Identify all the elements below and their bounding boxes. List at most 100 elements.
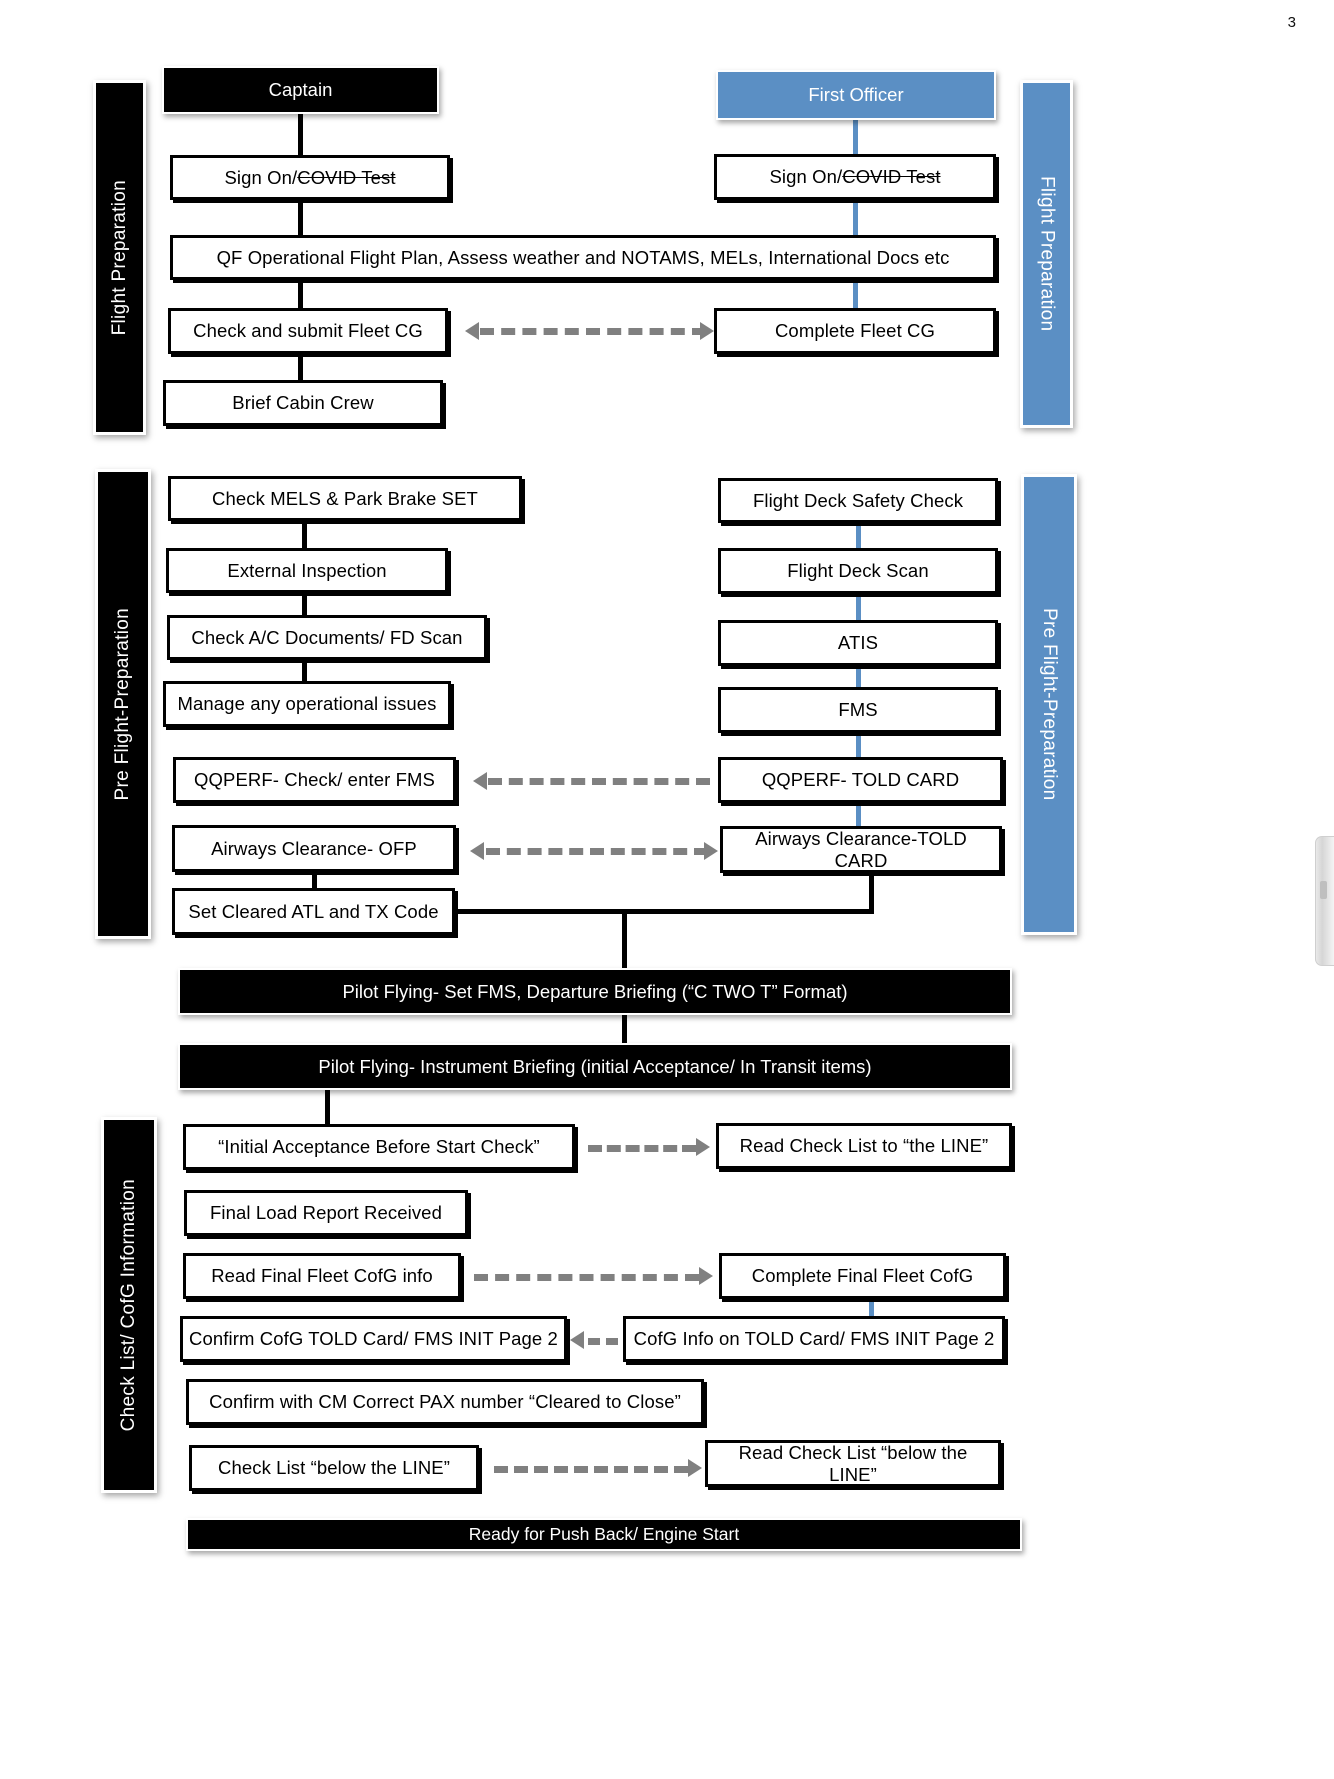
- banner-label: Pilot Flying- Set FMS, Departure Briefin…: [342, 980, 848, 1002]
- connector-fms-to-qqperf: [856, 731, 861, 758]
- banner-pilot-flying-instrument-briefing: Pilot Flying- Instrument Briefing (initi…: [178, 1043, 1012, 1090]
- box-airways-clearance-ofp: Airways Clearance- OFP: [172, 825, 456, 872]
- box-label: Read Check List to “the LINE”: [739, 1135, 989, 1157]
- box-flight-deck-scan: Flight Deck Scan: [718, 548, 998, 594]
- box-label: FMS: [838, 699, 878, 721]
- box-label: “Initial Acceptance Before Start Check”: [218, 1136, 540, 1158]
- dashed-connector-cofg-told-card: [588, 1338, 618, 1345]
- box-label-struck: COVID Test: [297, 166, 396, 188]
- box-label: Complete Final Fleet CofG: [751, 1265, 974, 1287]
- box-cpt-sign-on: Sign On/ COVID Test: [170, 155, 450, 200]
- box-read-final-fleet-cofg-info: Read Final Fleet CofG info: [183, 1253, 461, 1299]
- box-check-ac-documents: Check A/C Documents/ FD Scan: [167, 615, 487, 660]
- connector-banner2-to-initial-acceptance: [325, 1090, 330, 1125]
- box-label: Final Load Report Received: [210, 1202, 442, 1224]
- box-label-struck: COVID Test: [842, 166, 941, 188]
- box-confirm-cofg-told-card: Confirm CofG TOLD Card/ FMS INIT Page 2: [180, 1316, 567, 1362]
- dashed-connector-qqperf: [488, 778, 710, 785]
- arrow-right-icon-initial-acceptance: [696, 1138, 710, 1156]
- box-label: QQPERF- Check/ enter FMS: [194, 769, 435, 791]
- box-label: Brief Cabin Crew: [232, 392, 374, 414]
- connector-external-to-docs: [302, 591, 307, 616]
- box-label: Confirm with CM Correct PAX number “Clea…: [209, 1391, 681, 1413]
- connector-airways-ofp-to-atl: [312, 870, 317, 890]
- box-airways-clearance-told-card: Airways Clearance-TOLD CARD: [720, 826, 1002, 873]
- box-cpt-brief-cabin-crew: Brief Cabin Crew: [163, 380, 443, 426]
- connector-signon-to-ofp: [298, 198, 303, 238]
- connector-atis-to-fms: [856, 664, 861, 688]
- box-label: QF Operational Flight Plan, Assess weath…: [216, 246, 950, 268]
- column-header-first-officer: First Officer: [716, 70, 996, 120]
- box-label-plain: Sign On/: [769, 166, 843, 188]
- box-label: Check List “below the LINE”: [218, 1457, 450, 1479]
- box-label: ATIS: [837, 632, 879, 654]
- connector-qqperf-to-airways: [856, 801, 861, 827]
- box-read-check-list-to-the-line: Read Check List to “the LINE”: [716, 1123, 1012, 1169]
- connector-ofp-to-fleetcg: [298, 278, 303, 311]
- connector-fo-ofp-to-fleetcg: [853, 278, 858, 311]
- banner-label: Ready for Push Back/ Engine Start: [468, 1524, 740, 1544]
- banner-pilot-flying-set-fms: Pilot Flying- Set FMS, Departure Briefin…: [178, 968, 1012, 1015]
- arrow-left-icon-fleet-cg: [465, 322, 479, 340]
- phase-bar-flight-preparation-left: Flight Preparation: [93, 80, 146, 435]
- connector-fdsc-to-fds: [856, 521, 861, 549]
- phase-bar-pre-flight-preparation-right: Pre Flight-Preparation: [1021, 474, 1077, 935]
- arrow-left-icon-cofg-told-card: [570, 1331, 584, 1349]
- box-complete-final-fleet-cofg: Complete Final Fleet CofG: [719, 1253, 1006, 1299]
- phase-bar-label: Flight Preparation: [1036, 176, 1058, 332]
- connector-join-horizontal: [452, 909, 874, 914]
- column-header-captain: Captain: [162, 66, 439, 114]
- arrow-left-icon-qqperf: [473, 772, 487, 790]
- box-fms: FMS: [718, 687, 998, 733]
- banner-label: Pilot Flying- Instrument Briefing (initi…: [318, 1055, 872, 1077]
- phase-bar-label: Flight Preparation: [108, 179, 130, 336]
- box-label: Check MELS & Park Brake SET: [212, 487, 478, 509]
- box-label: Read Final Fleet CofG info: [211, 1265, 433, 1287]
- box-external-inspection: External Inspection: [166, 548, 448, 593]
- box-label: Flight Deck Scan: [787, 560, 929, 582]
- dashed-connector-fleet-cg: [480, 328, 706, 335]
- box-cpt-check-submit-fleet-cg: Check and submit Fleet CG: [168, 308, 448, 354]
- box-label: Read Check List “below the LINE”: [738, 1442, 968, 1485]
- box-atis: ATIS: [718, 620, 998, 666]
- box-set-cleared-atl-tx-code: Set Cleared ATL and TX Code: [172, 888, 455, 935]
- box-label: External Inspection: [227, 559, 387, 581]
- phase-bar-label: Check List/ CofG Information: [118, 1178, 139, 1432]
- box-label: Check and submit Fleet CG: [193, 320, 423, 342]
- arrow-left-icon-airways: [470, 842, 484, 860]
- box-read-check-list-below-the-line: Read Check List “below the LINE”: [705, 1440, 1001, 1487]
- box-label: Set Cleared ATL and TX Code: [188, 900, 439, 922]
- box-final-load-report-received: Final Load Report Received: [184, 1190, 468, 1236]
- phase-bar-pre-flight-preparation-left: Pre Flight-Preparation: [95, 469, 151, 939]
- connector-told-down-to-join: [869, 871, 874, 913]
- phase-bar-flight-preparation-right: Flight Preparation: [1020, 80, 1073, 428]
- dashed-connector-airways: [486, 848, 708, 855]
- box-label: Complete Fleet CG: [774, 320, 936, 342]
- box-check-list-below-the-line: Check List “below the LINE”: [189, 1445, 479, 1491]
- connector-fds-to-atis: [856, 592, 861, 620]
- connector-fo-header-to-signon: [853, 118, 858, 158]
- box-initial-acceptance-before-start-check: “Initial Acceptance Before Start Check”: [183, 1124, 575, 1170]
- dashed-connector-initial-acceptance: [588, 1145, 696, 1152]
- connector-banner1-to-banner2: [622, 1015, 627, 1043]
- column-header-label: First Officer: [808, 84, 904, 105]
- connector-complete-cofg-to-cofg-info: [869, 1297, 874, 1317]
- phase-bar-check-list-cofg-left: Check List/ CofG Information: [101, 1117, 157, 1493]
- connector-captain-header-to-signon: [298, 114, 303, 158]
- box-cofg-info-on-told-card: CofG Info on TOLD Card/ FMS INIT Page 2: [623, 1316, 1005, 1362]
- box-label: QQPERF- TOLD CARD: [761, 769, 960, 791]
- box-fo-sign-on: Sign On/ COVID Test: [714, 154, 996, 200]
- box-qqperf-told-card: QQPERF- TOLD CARD: [718, 757, 1003, 803]
- banner-ready-for-push-back: Ready for Push Back/ Engine Start: [186, 1518, 1022, 1551]
- box-fo-complete-fleet-cg: Complete Fleet CG: [714, 308, 996, 354]
- box-label: Airways Clearance- OFP: [211, 837, 417, 859]
- dashed-connector-final-cofg: [474, 1274, 699, 1281]
- arrow-right-icon-fleet-cg: [700, 322, 714, 340]
- connector-mels-to-external: [302, 519, 307, 548]
- box-label: Manage any operational issues: [177, 693, 437, 715]
- arrow-right-icon-airways: [704, 842, 718, 860]
- dashed-connector-below-the-line: [494, 1466, 688, 1473]
- page-edge-artifact: [1315, 836, 1334, 966]
- connector-join-down-to-banner: [622, 909, 627, 969]
